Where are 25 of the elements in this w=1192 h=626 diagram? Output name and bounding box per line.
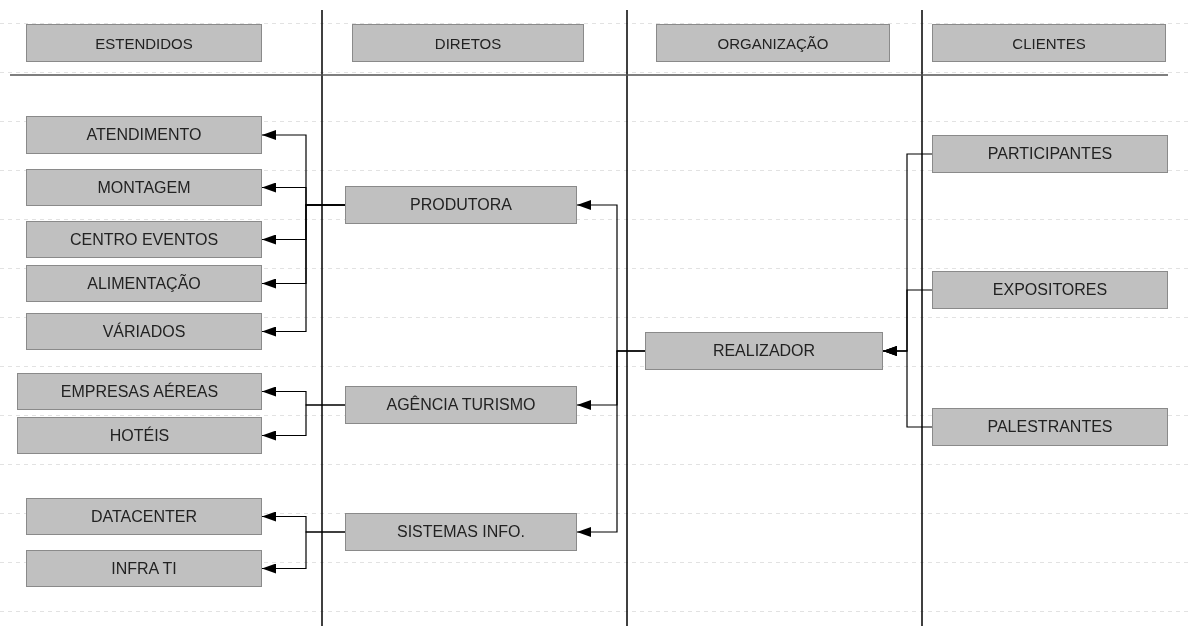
arrow [261, 404, 346, 441]
entity-box: REALIZADOR [645, 332, 883, 370]
entity-box: VÁRIADOS [26, 313, 262, 350]
entity-box: EXPOSITORES [932, 271, 1168, 309]
lane-header: ORGANIZAÇÃO [656, 24, 890, 62]
lane-header: DIRETOS [352, 24, 584, 62]
entity-box: SISTEMAS INFO. [345, 513, 577, 551]
entity-box: DATACENTER [26, 498, 262, 535]
entity-box: PALESTRANTES [932, 408, 1168, 446]
entity-box: MONTAGEM [26, 169, 262, 206]
entity-box: PARTICIPANTES [932, 135, 1168, 173]
entity-box: INFRA TI [26, 550, 262, 587]
entity-box: HOTÉIS [17, 417, 262, 454]
arrow [261, 204, 346, 337]
arrow [882, 346, 933, 428]
entity-box: EMPRESAS AÉREAS [17, 373, 262, 410]
lane-header: ESTENDIDOS [26, 24, 262, 62]
lane-header: CLIENTES [932, 24, 1166, 62]
entity-box: AGÊNCIA TURISMO [345, 386, 577, 424]
entity-box: ALIMENTAÇÃO [26, 265, 262, 302]
arrow [261, 531, 346, 574]
entity-box: CENTRO EVENTOS [26, 221, 262, 258]
arrow [576, 350, 646, 537]
entity-box: ATENDIMENTO [26, 116, 262, 154]
entity-box: PRODUTORA [345, 186, 577, 224]
